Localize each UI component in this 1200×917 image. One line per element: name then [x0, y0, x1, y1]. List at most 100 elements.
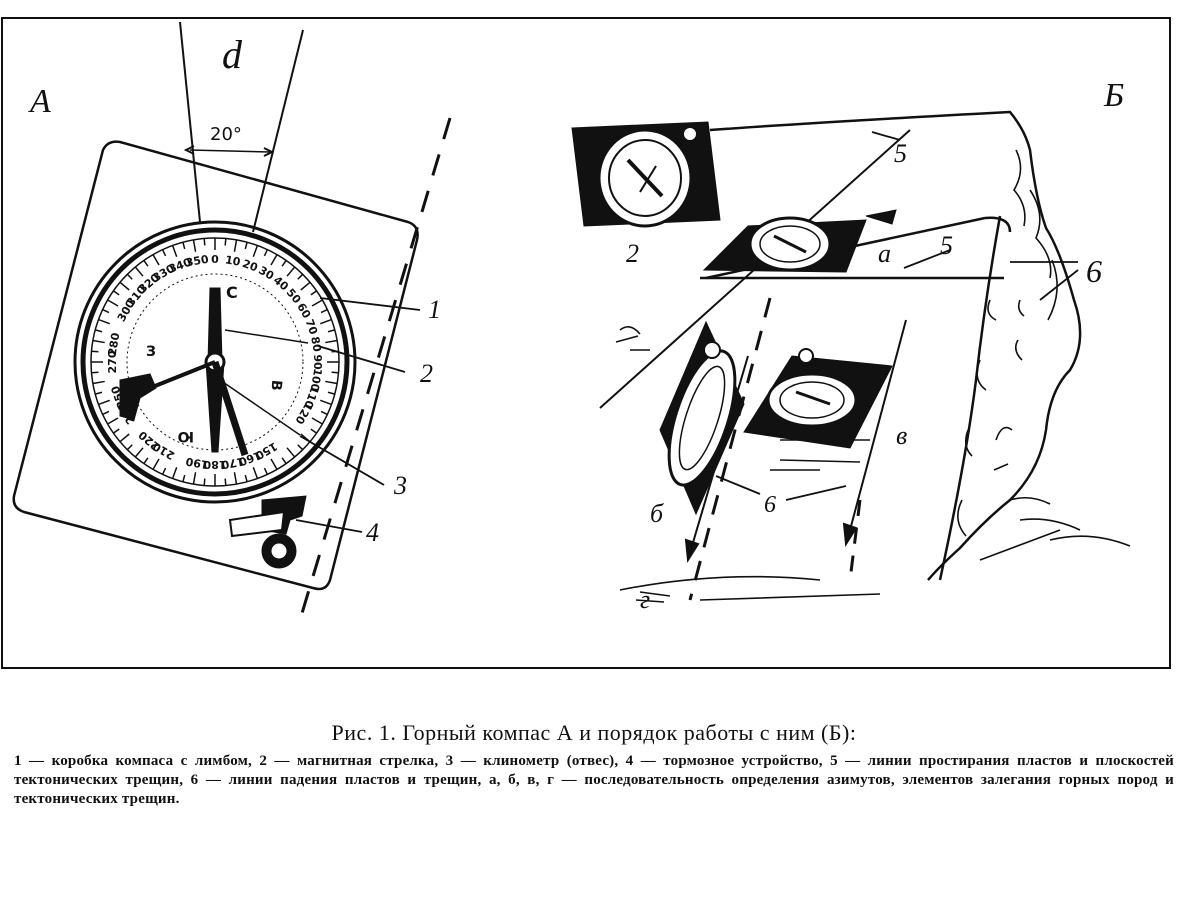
dial-number: 90: [311, 354, 324, 370]
dial-tick: [192, 472, 197, 485]
dial-number: 80: [308, 336, 324, 354]
dial-tick: [252, 245, 259, 258]
dial-tick: [224, 238, 227, 246]
dial-tick: [300, 281, 311, 291]
panel-b-leaders: [715, 131, 1079, 501]
dial-tick: [233, 239, 238, 252]
dial-tick: [98, 399, 111, 406]
dial-tick: [233, 472, 238, 485]
dial-tick: [112, 290, 120, 296]
dial-tick: [244, 242, 248, 250]
dial-tick: [319, 318, 332, 325]
dial-tick: [319, 399, 332, 406]
dial-tick: [281, 457, 287, 465]
callout-3: 3: [393, 471, 407, 500]
dial-tick: [126, 273, 133, 280]
dial-tick: [320, 308, 328, 314]
panel-a-label: А: [28, 83, 51, 120]
dial-number: 10: [224, 253, 242, 269]
panel-b-label: Б: [1103, 77, 1124, 114]
strike-dashed-line-2: [848, 499, 862, 581]
callout-4: 4: [366, 518, 379, 547]
dial-tick: [161, 249, 167, 257]
callout-b-5-side: 5: [940, 231, 953, 260]
rock-texture: [615, 149, 1131, 603]
dial-letter-west: З: [146, 344, 156, 360]
dial-tick: [203, 478, 206, 486]
callout-b-2: 2: [626, 239, 639, 268]
sequence-letter-v: в: [896, 421, 907, 450]
dial-tick: [126, 444, 133, 451]
dial-tick: [297, 444, 304, 451]
dial-tick: [325, 339, 338, 344]
dial-tick: [244, 474, 248, 482]
dial-number: 100: [307, 367, 324, 392]
dial-tick: [281, 259, 287, 267]
compass-b-v: [743, 348, 893, 449]
dial-number: 180: [203, 458, 226, 471]
dial-tick: [286, 266, 296, 277]
brake-device: [228, 495, 307, 569]
dial-tick: [224, 478, 227, 486]
dial-tick: [171, 245, 178, 258]
dial-tick: [182, 242, 186, 250]
dial-tick: [95, 329, 103, 333]
sequence-letter-b: б: [650, 499, 664, 528]
dial-tick: [92, 339, 105, 344]
declination-angle-lines: [179, 21, 304, 233]
dial-tick: [310, 290, 318, 296]
dial-tick: [263, 467, 269, 475]
dial-tick: [327, 329, 335, 333]
dial-tick: [297, 273, 304, 280]
compass-box: [12, 140, 419, 591]
caption-title: Рис. 1. Горный компас А и порядок работы…: [331, 720, 857, 745]
dial-tick: [107, 417, 119, 425]
dial-tick: [134, 266, 144, 277]
compass-b-top: [571, 121, 721, 228]
figure-frame: [1, 17, 1171, 669]
dial-tick: [331, 371, 339, 374]
dial-number: 60: [294, 301, 313, 321]
callout-2: 2: [420, 359, 433, 388]
compass-b-a: [702, 209, 897, 273]
dial-tick: [119, 433, 130, 443]
callout-b-6-right: 6: [1086, 253, 1102, 289]
dial-tick: [310, 428, 318, 434]
declination-angle-label: 20°: [210, 124, 242, 145]
dial-number: 20: [241, 257, 260, 275]
dial-tick: [286, 447, 296, 458]
dial-tick: [102, 410, 110, 416]
dial-tick: [91, 350, 99, 353]
dial-number: 350: [185, 253, 210, 270]
dial-tick: [107, 299, 119, 307]
dial-tick: [263, 249, 269, 257]
dial-tick: [143, 457, 149, 465]
compass-b-b: [659, 320, 745, 516]
dial-tick: [311, 299, 323, 307]
callout-b-6-bottom: 6: [764, 492, 776, 518]
dial-number: 190: [184, 454, 209, 471]
dial-tick: [92, 380, 105, 385]
dial-letter-north: С: [226, 283, 238, 302]
dial-tick: [143, 259, 149, 267]
dial-tick: [270, 458, 278, 470]
dial-tick: [152, 458, 160, 470]
dial-tick: [182, 474, 186, 482]
dial-tick: [325, 380, 338, 385]
dial-tick: [98, 318, 111, 325]
dial-ticks: [91, 238, 339, 486]
dial-tick: [119, 281, 130, 291]
dial-number: 170: [220, 455, 245, 472]
dial-tick: [112, 428, 120, 434]
dial-letter-east: В: [267, 379, 284, 391]
sequence-letter-a: а: [878, 239, 891, 268]
dial-tick: [134, 447, 144, 458]
callout-b-5-top: 5: [894, 139, 907, 168]
dial-tick: [91, 371, 99, 374]
dial-tick: [252, 466, 259, 479]
panel-a-leaders: [295, 297, 421, 533]
dial-number: 120: [292, 400, 315, 427]
dip-arrows: [684, 319, 907, 564]
